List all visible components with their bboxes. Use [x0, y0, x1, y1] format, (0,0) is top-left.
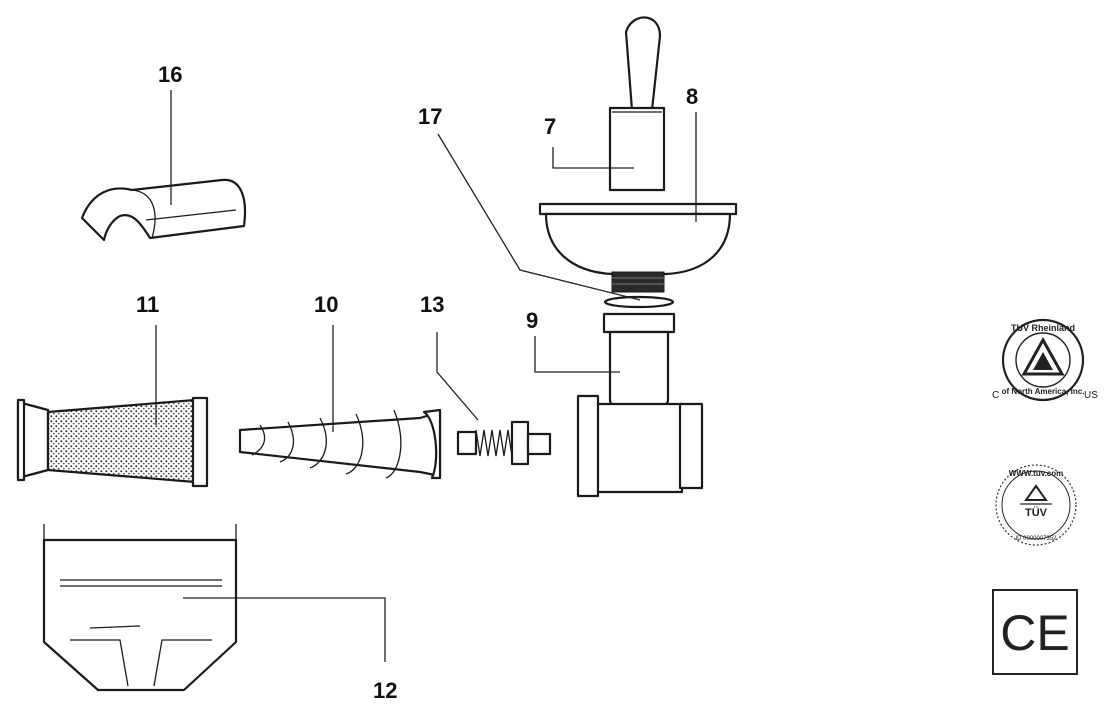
- part-12-funnel: [42, 524, 238, 692]
- label-11: 11: [136, 292, 159, 317]
- tuv-web-logo: WWW.tuv.com TÜV ID 0000007352: [995, 464, 1077, 546]
- tuv-rheinland-top-text: TUV Rheinland: [1011, 323, 1075, 333]
- part-8-tray: [538, 202, 738, 293]
- part-11-drum: [16, 396, 209, 488]
- part-9-housing: [576, 312, 704, 498]
- part-10-auger: [238, 408, 442, 480]
- part-17-ring: [603, 295, 675, 309]
- part-labels: 16 11 10 13 7 8 17 9 12: [136, 62, 698, 703]
- label-9: 9: [526, 308, 538, 333]
- tuv-rheinland-logo: TUV Rheinland of North America, Inc. C U…: [992, 318, 1098, 402]
- leader-lines: [155, 90, 697, 662]
- tuv-rheinland-bottom-text: of North America, Inc.: [1002, 387, 1085, 396]
- tuv-web-top-text: WWW.tuv.com: [1009, 469, 1064, 478]
- tuv-us-text: US: [1084, 390, 1098, 401]
- tuv-web-id-text: ID 0000007352: [1015, 536, 1057, 542]
- label-13: 13: [420, 292, 444, 317]
- label-8: 8: [686, 84, 698, 109]
- label-17: 17: [418, 104, 442, 129]
- label-12: 12: [373, 678, 397, 703]
- part-7-pusher: [608, 16, 666, 192]
- label-10: 10: [314, 292, 338, 317]
- part-13-spring: [456, 420, 552, 466]
- label-7: 7: [544, 114, 556, 139]
- ce-mark-text: CE: [1000, 605, 1069, 661]
- tuv-c-text: C: [992, 390, 999, 401]
- label-16: 16: [158, 62, 182, 87]
- ce-mark: CE: [992, 589, 1078, 675]
- tuv-web-center-text: TÜV: [1025, 506, 1048, 519]
- part-16-cover: [80, 178, 247, 242]
